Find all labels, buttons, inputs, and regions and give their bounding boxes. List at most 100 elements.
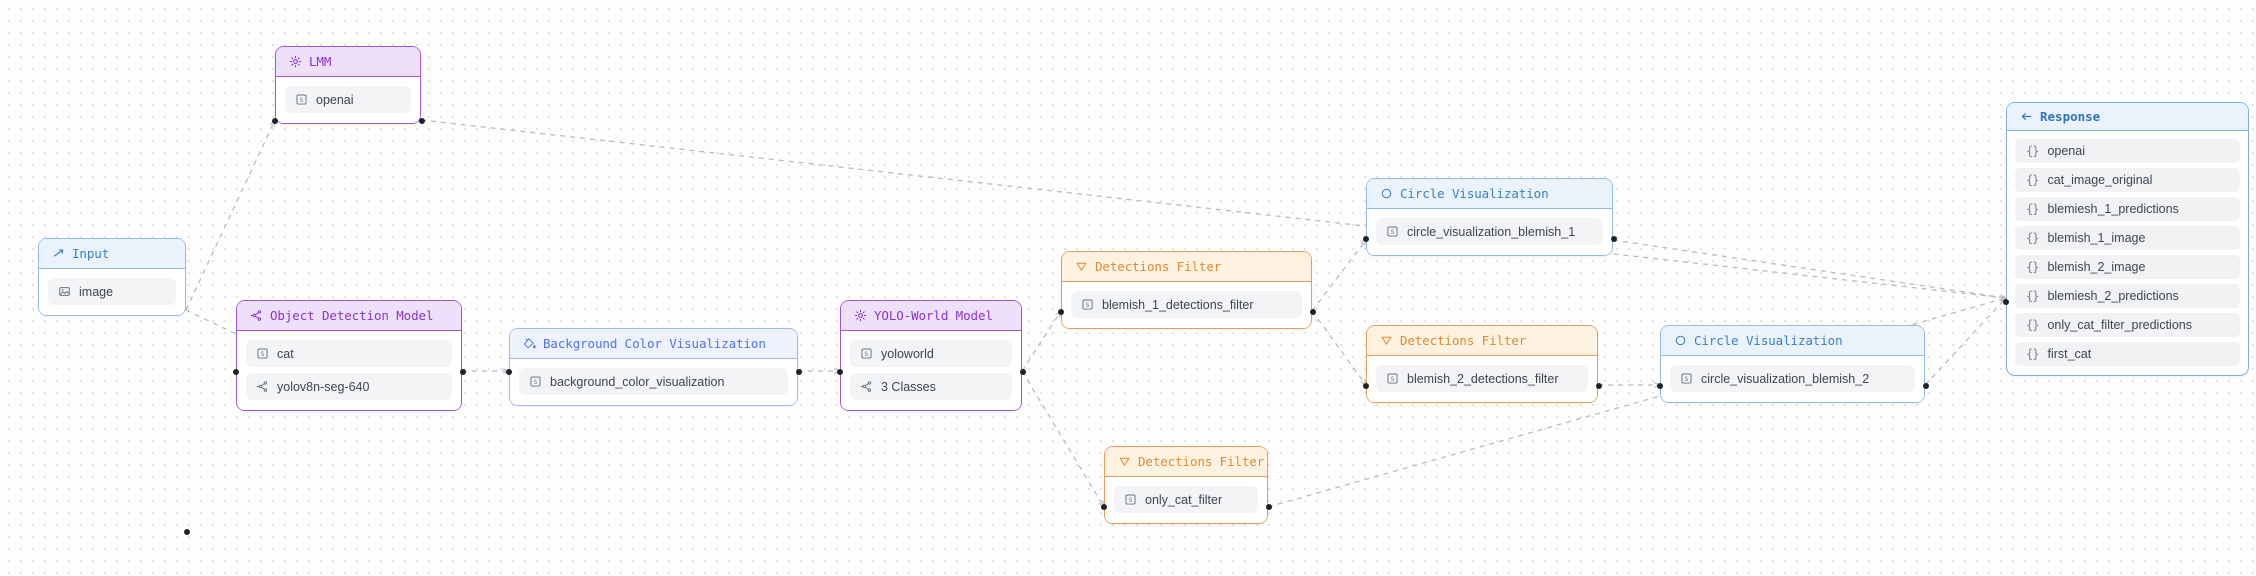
node-object-detection-model[interactable]: Object Detection Model S cat [233, 300, 466, 411]
port-detections-filter-1-out[interactable] [1310, 309, 1316, 315]
port-object-detection-in[interactable] [233, 369, 239, 375]
port-lmm-out[interactable] [419, 118, 425, 124]
port-lmm-in[interactable] [272, 118, 278, 124]
node-detections-filter-3[interactable]: Detections Filter S only_cat_filter [1101, 446, 1272, 524]
field-only-cat-filter-label: only_cat_filter [1145, 492, 1223, 507]
svg-text:S: S [1086, 302, 1090, 309]
braces-icon: {} [2026, 231, 2039, 245]
field-3-classes[interactable]: 3 Classes [850, 373, 1012, 400]
funnel-icon [1380, 334, 1393, 347]
port-detections-filter-3-out[interactable] [1266, 504, 1272, 510]
response-row[interactable]: {} first_cat [2015, 342, 2240, 366]
port-input-out[interactable] [184, 529, 190, 535]
port-detections-filter-1-in[interactable] [1058, 309, 1064, 315]
node-input-body: image [39, 269, 185, 315]
response-row-label: openai [2047, 144, 2085, 158]
braces-icon: {} [2026, 202, 2039, 216]
field-cat-label: cat [277, 346, 294, 361]
node-detections-filter-1[interactable]: Detections Filter S blemish_1_detections… [1058, 251, 1316, 329]
field-yolov8n-seg-640[interactable]: yolov8n-seg-640 [246, 373, 452, 400]
port-circle-visualization-1-out[interactable] [1611, 236, 1617, 242]
node-input[interactable]: Input image [38, 238, 190, 535]
response-row[interactable]: {} only_cat_filter_predictions [2015, 313, 2240, 337]
node-yolo-world-model-title: YOLO-World Model [874, 308, 993, 323]
node-circle-visualization-1-header: Circle Visualization [1367, 179, 1612, 209]
node-lmm[interactable]: LMM S openai [272, 46, 425, 124]
node-detections-filter-3-header: Detections Filter [1105, 447, 1267, 477]
field-blemish-2-detections-filter[interactable]: S blemish_2_detections_filter [1376, 365, 1588, 392]
node-detections-filter-1-header: Detections Filter [1062, 252, 1311, 282]
paint-bucket-icon [523, 337, 536, 350]
port-circle-visualization-2-out[interactable] [1923, 383, 1929, 389]
field-background-color-visualization[interactable]: S background_color_visualization [519, 368, 788, 395]
response-row[interactable]: {} cat_image_original [2015, 168, 2240, 192]
node-yolo-world-model[interactable]: YOLO-World Model S yoloworld [837, 300, 1026, 411]
field-background-color-visualization-label: background_color_visualization [550, 374, 725, 389]
square-s-icon: S [256, 347, 269, 360]
response-row-label: first_cat [2047, 347, 2092, 361]
port-circle-visualization-2-in[interactable] [1657, 383, 1663, 389]
response-row[interactable]: {} blemish_1_image [2015, 226, 2240, 250]
field-image[interactable]: image [48, 278, 176, 305]
port-detections-filter-3-in[interactable] [1101, 504, 1107, 510]
field-openai[interactable]: S openai [285, 86, 411, 113]
field-blemish-1-detections-filter[interactable]: S blemish_1_detections_filter [1071, 291, 1302, 318]
node-input-title: Input [72, 246, 110, 261]
field-circle-visualization-blemish-1[interactable]: S circle_visualization_blemish_1 [1376, 218, 1603, 245]
braces-icon: {} [2026, 318, 2039, 332]
square-s-icon: S [1124, 493, 1137, 506]
braces-icon: {} [2026, 144, 2039, 158]
response-row[interactable]: {} openai [2015, 139, 2240, 163]
port-object-detection-out[interactable] [460, 369, 466, 375]
response-row[interactable]: {} blemiesh_1_predictions [2015, 197, 2240, 221]
svg-text:S: S [534, 379, 538, 386]
image-icon [58, 285, 71, 298]
response-row-label: blemiesh_2_predictions [2047, 289, 2179, 303]
field-only-cat-filter[interactable]: S only_cat_filter [1114, 486, 1258, 513]
node-circle-visualization-2-header: Circle Visualization [1661, 326, 1924, 356]
port-bgcolor-out[interactable] [796, 369, 802, 375]
model-graph-icon [250, 309, 263, 322]
port-response-in[interactable] [2003, 299, 2009, 305]
circle-icon [1674, 334, 1687, 347]
port-detections-filter-2-out[interactable] [1596, 383, 1602, 389]
gear-icon [289, 55, 302, 68]
port-yolo-world-out[interactable] [1020, 369, 1026, 375]
node-circle-visualization-2[interactable]: Circle Visualization S circle_visualizat… [1657, 325, 1929, 403]
node-circle-visualization-1-title: Circle Visualization [1400, 186, 1549, 201]
port-circle-visualization-1-in[interactable] [1363, 236, 1369, 242]
arrow-left-icon [2020, 110, 2033, 123]
response-panel[interactable]: Response {} openai {} cat_image_original… [2003, 102, 2249, 376]
braces-icon: {} [2026, 173, 2039, 187]
node-background-color-visualization-title: Background Color Visualization [543, 336, 766, 351]
square-s-icon: S [860, 347, 873, 360]
braces-icon: {} [2026, 347, 2039, 361]
response-row-label: only_cat_filter_predictions [2047, 318, 2192, 332]
square-s-icon: S [529, 375, 542, 388]
svg-text:S: S [1391, 376, 1395, 383]
node-object-detection-model-header: Object Detection Model [237, 301, 461, 331]
field-yoloworld[interactable]: S yoloworld [850, 340, 1012, 367]
node-background-color-visualization[interactable]: Background Color Visualization S backgro… [506, 328, 802, 406]
port-detections-filter-2-in[interactable] [1363, 383, 1369, 389]
response-row[interactable]: {} blemish_2_image [2015, 255, 2240, 279]
node-detections-filter-2-title: Detections Filter [1400, 333, 1527, 348]
model-graph-icon [256, 380, 269, 393]
field-circle-visualization-blemish-2[interactable]: S circle_visualization_blemish_2 [1670, 365, 1915, 392]
response-panel-title: Response [2040, 109, 2101, 124]
response-row[interactable]: {} blemiesh_2_predictions [2015, 284, 2240, 308]
square-s-icon: S [1386, 225, 1399, 238]
port-yolo-world-in[interactable] [837, 369, 843, 375]
node-circle-visualization-1[interactable]: Circle Visualization S circle_visualizat… [1363, 178, 1617, 256]
gear-icon [854, 309, 867, 322]
square-s-icon: S [1680, 372, 1693, 385]
braces-icon: {} [2026, 260, 2039, 274]
port-bgcolor-in[interactable] [506, 369, 512, 375]
node-object-detection-model-title: Object Detection Model [270, 308, 434, 323]
node-detections-filter-2[interactable]: Detections Filter S blemish_2_detections… [1363, 325, 1602, 403]
field-cat[interactable]: S cat [246, 340, 452, 367]
node-lmm-title: LMM [309, 54, 332, 69]
arrow-right-icon [52, 247, 65, 260]
square-s-icon: S [1081, 298, 1094, 311]
